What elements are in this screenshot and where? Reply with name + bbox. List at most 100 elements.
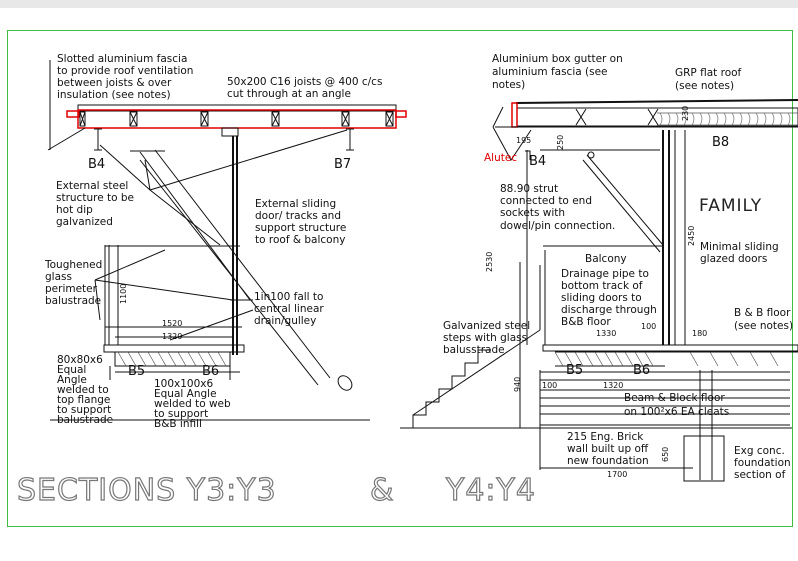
svg-text:to support: to support <box>154 408 208 420</box>
svg-text:80x80x6: 80x80x6 <box>57 354 103 366</box>
dim-2450: 2450 <box>687 226 696 246</box>
svg-text:1in100 fall to: 1in100 fall to <box>254 291 323 303</box>
svg-text:Minimal sliding: Minimal sliding <box>700 241 779 253</box>
svg-text:B & B floor: B & B floor <box>734 307 791 319</box>
beam-b6-right: B6 <box>633 363 650 378</box>
title-amp: & <box>370 473 394 508</box>
dim-250: 250 <box>556 135 565 150</box>
svg-text:foundation: foundation <box>734 457 791 469</box>
svg-text:cut through at an angle: cut through at an angle <box>227 88 351 100</box>
dim-1100: 1100 <box>119 284 128 304</box>
svg-text:new foundation: new foundation <box>567 455 649 467</box>
top-bar <box>0 0 798 8</box>
svg-text:hot dip: hot dip <box>56 204 93 216</box>
dim-1330: 1330 <box>596 329 616 338</box>
svg-text:galvanized: galvanized <box>56 216 113 228</box>
svg-text:door/ tracks and: door/ tracks and <box>255 210 341 222</box>
svg-text:drain/gulley: drain/gulley <box>254 315 316 327</box>
svg-text:Galvanized steel: Galvanized steel <box>443 320 530 332</box>
note-drainage: Drainage pipe to bottom track of sliding… <box>561 268 657 328</box>
title-right: Y4:Y4 <box>445 473 536 508</box>
svg-text:External steel: External steel <box>56 180 128 192</box>
left-section-geometry <box>47 60 407 421</box>
note-doors: Minimal sliding glazed doors <box>700 241 779 265</box>
svg-text:88.90 strut: 88.90 strut <box>500 183 558 195</box>
svg-text:balusstrade: balusstrade <box>443 344 505 356</box>
svg-text:steps with glass: steps with glass <box>443 332 527 344</box>
svg-text:support structure: support structure <box>255 222 346 234</box>
dim-100: 100 <box>641 322 656 331</box>
svg-text:Slotted aluminium fascia: Slotted aluminium fascia <box>57 53 187 65</box>
note-angle-100: 100x100x6 Equal Angle welded to web to s… <box>154 378 231 430</box>
svg-text:Aluminium box gutter on: Aluminium box gutter on <box>492 53 623 65</box>
note-strut: 88.90 strut connected to end sockets wit… <box>500 183 615 232</box>
dim-195: 195 <box>516 136 531 145</box>
beam-b7: B7 <box>334 157 351 172</box>
alutec-label: Alutec <box>484 152 517 164</box>
beam-b8: B8 <box>712 135 729 150</box>
svg-text:Angle: Angle <box>57 374 87 386</box>
right-section-geometry <box>400 99 798 482</box>
svg-text:notes): notes) <box>492 79 525 91</box>
beam-b5-right: B5 <box>566 363 583 378</box>
svg-text:on 100²x6 EA cleats: on 100²x6 EA cleats <box>624 406 729 418</box>
beam-b6-left: B6 <box>202 364 219 379</box>
dim-230: 230 <box>681 106 690 121</box>
svg-text:to roof & balcony: to roof & balcony <box>255 234 345 246</box>
svg-text:wall built up off: wall built up off <box>567 443 649 455</box>
svg-text:Equal Angle: Equal Angle <box>154 388 217 400</box>
note-steel: External steel structure to be hot dip g… <box>56 180 134 228</box>
note-glass: Toughened glass perimeter balustrade <box>44 259 102 307</box>
dim-180: 180 <box>692 329 707 338</box>
svg-text:215 Eng. Brick: 215 Eng. Brick <box>567 431 644 443</box>
note-fall: 1in100 fall to central linear drain/gull… <box>254 291 324 327</box>
balcony-label: Balcony <box>585 253 627 265</box>
dim-1700: 1700 <box>607 470 627 479</box>
note-beam-block: Beam & Block floor on 100²x6 EA cleats <box>624 392 729 418</box>
note-fascia: Slotted aluminium fascia to provide roof… <box>57 53 193 101</box>
svg-text:bottom track of: bottom track of <box>561 280 643 292</box>
note-angle-80: 80x80x6 Equal Angle welded to top flange… <box>57 354 113 426</box>
svg-text:section of: section of <box>734 469 786 481</box>
drawing-frame <box>7 30 793 527</box>
dim-1320: 1320 <box>162 332 182 341</box>
dim-2530: 2530 <box>485 252 494 272</box>
room-family: FAMILY <box>699 196 762 216</box>
beam-b4-left: B4 <box>88 157 105 172</box>
note-sliding: External sliding door/ tracks and suppor… <box>255 198 346 246</box>
note-bb-floor: B & B floor (see notes) <box>734 307 793 332</box>
svg-text:sockets with: sockets with <box>500 207 565 219</box>
svg-text:structure to be: structure to be <box>56 192 134 204</box>
svg-text:aluminium fascia (see: aluminium fascia (see <box>492 66 608 78</box>
svg-text:GRP flat roof: GRP flat roof <box>675 67 742 79</box>
svg-text:Beam & Block floor: Beam & Block floor <box>624 392 725 404</box>
svg-text:central linear: central linear <box>254 303 324 315</box>
svg-text:(see notes): (see notes) <box>675 80 734 92</box>
note-gutter: Aluminium box gutter on aluminium fascia… <box>492 53 623 91</box>
svg-text:between joists & over: between joists & over <box>57 77 172 89</box>
svg-text:100x100x6: 100x100x6 <box>154 378 214 390</box>
beam-b5-left: B5 <box>128 364 145 379</box>
note-steps: Galvanized steel steps with glass baluss… <box>443 320 530 356</box>
dim-940: 940 <box>513 377 522 392</box>
svg-text:balustrade: balustrade <box>57 414 113 426</box>
svg-text:Exg conc.: Exg conc. <box>734 445 785 457</box>
note-brick: 215 Eng. Brick wall built up off new fou… <box>567 431 649 467</box>
svg-text:welded to: welded to <box>57 384 109 396</box>
svg-text:connected to end: connected to end <box>500 195 592 207</box>
svg-text:dowel/pin connection.: dowel/pin connection. <box>500 220 615 232</box>
svg-text:sliding doors to: sliding doors to <box>561 292 642 304</box>
svg-text:perimeter: perimeter <box>45 283 98 295</box>
svg-text:top flange: top flange <box>57 394 110 406</box>
beam-b4-right: B4 <box>529 154 546 169</box>
svg-text:discharge through: discharge through <box>561 304 657 316</box>
note-grp: GRP flat roof (see notes) <box>675 67 742 92</box>
dim-650: 650 <box>661 447 670 462</box>
dim-1520: 1520 <box>162 319 182 328</box>
svg-text:glass: glass <box>45 271 72 283</box>
svg-text:B&B infill: B&B infill <box>154 418 202 430</box>
svg-text:glazed doors: glazed doors <box>700 253 767 265</box>
svg-text:B&B floor: B&B floor <box>561 316 611 328</box>
svg-text:balustrade: balustrade <box>45 295 101 307</box>
title-left: SECTIONS Y3:Y3 <box>17 473 277 508</box>
